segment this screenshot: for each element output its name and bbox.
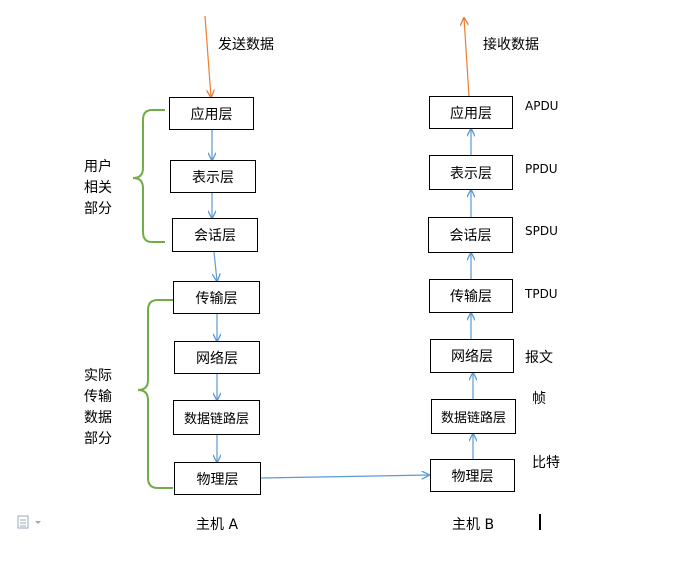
host-a-layer-presentation: 表示层 bbox=[170, 160, 256, 193]
receive-data-arrow bbox=[464, 18, 470, 97]
receive-data-label: 接收数据 bbox=[483, 37, 539, 53]
host-b-layer-network: 网络层 bbox=[430, 339, 514, 373]
host-b-layer-transport: 传输层 bbox=[429, 279, 513, 313]
host-a-layer-network: 网络层 bbox=[174, 341, 260, 374]
a-arrow-sess-trans bbox=[214, 251, 217, 281]
host-b-layer-presentation: 表示层 bbox=[429, 155, 513, 190]
pdu-label-transport: TPDU bbox=[525, 287, 558, 301]
host-a-caption: 主机 A bbox=[196, 517, 239, 533]
transport-part-brace bbox=[137, 299, 173, 489]
document-icon[interactable] bbox=[16, 514, 44, 529]
pdu-label-datalink: 帧 bbox=[532, 391, 546, 407]
pdu-label-physical: 比特 bbox=[532, 455, 560, 471]
host-a-layer-application: 应用层 bbox=[169, 97, 254, 130]
pdu-label-application: APDU bbox=[525, 99, 559, 113]
pdu-label-session: SPDU bbox=[525, 224, 558, 238]
send-data-label: 发送数据 bbox=[218, 37, 274, 53]
host-b-layer-datalink: 数据链路层 bbox=[431, 399, 516, 434]
text-cursor-icon bbox=[539, 514, 541, 530]
host-b-caption: 主机 B bbox=[452, 517, 495, 533]
host-b-layer-application: 应用层 bbox=[429, 96, 513, 129]
host-a-layer-datalink: 数据链路层 bbox=[173, 400, 260, 435]
host-a-layer-physical: 物理层 bbox=[174, 462, 261, 495]
dropdown-caret-icon bbox=[35, 521, 41, 524]
pdu-label-network: 报文 bbox=[525, 350, 553, 366]
user-part-brace bbox=[132, 109, 165, 243]
host-a-layer-session: 会话层 bbox=[172, 218, 258, 252]
host-b-layer-physical: 物理层 bbox=[430, 459, 515, 492]
send-data-arrow bbox=[204, 15, 211, 97]
document-dropdown-icon bbox=[17, 515, 41, 529]
transport-part-label: 实际 传输 数据 部分 bbox=[84, 368, 112, 447]
pdu-label-presentation: PPDU bbox=[525, 162, 558, 176]
host-a-layer-transport: 传输层 bbox=[173, 281, 260, 314]
user-part-label: 用户 相关 部分 bbox=[84, 159, 112, 217]
host-b-layer-session: 会话层 bbox=[428, 217, 513, 253]
physical-link-arrow bbox=[260, 475, 429, 478]
